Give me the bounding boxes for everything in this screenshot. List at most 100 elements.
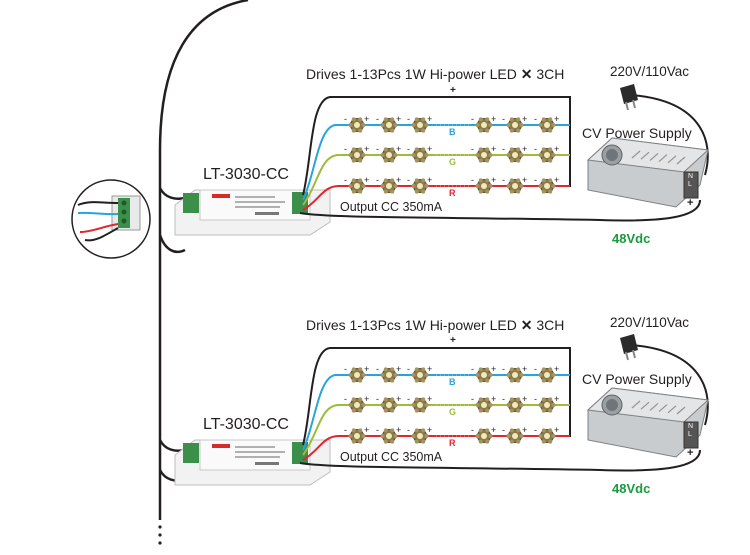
svg-text:L: L xyxy=(688,181,692,188)
led-minus-mark: - xyxy=(376,175,379,185)
led-minus-mark: - xyxy=(502,364,505,374)
led-minus-mark: - xyxy=(471,144,474,154)
mains-label-2: 220V/110Vac xyxy=(610,315,690,330)
led-minus-mark: - xyxy=(502,144,505,154)
led-plus-mark: + xyxy=(427,175,432,185)
led-icon: -+ xyxy=(502,175,527,194)
led-plus-mark: + xyxy=(491,425,496,435)
svg-text:+: + xyxy=(687,197,693,209)
led-plus-mark: + xyxy=(522,364,527,374)
multiply-icon: ✕ xyxy=(520,317,533,333)
channel-label-b-2: B xyxy=(449,377,456,387)
led-plus-mark: + xyxy=(554,364,559,374)
led-plus-mark: + xyxy=(396,364,401,374)
led-icon: -+ xyxy=(376,425,401,444)
led-minus-mark: - xyxy=(376,364,379,374)
led-minus-mark: - xyxy=(534,114,537,124)
unit-1 xyxy=(174,94,709,236)
led-icon: -+ xyxy=(471,144,496,163)
led-minus-mark: - xyxy=(534,144,537,154)
led-minus-mark: - xyxy=(407,425,410,435)
led-plus-mark: + xyxy=(491,364,496,374)
power-plug-icon xyxy=(620,334,638,361)
led-minus-mark: - xyxy=(407,394,410,404)
led-plus-mark: + xyxy=(364,144,369,154)
psu-label-1: CV Power Supply xyxy=(582,125,692,141)
led-icon: -+ xyxy=(471,425,496,444)
channel-label-g-1: G xyxy=(449,157,457,167)
led-minus-mark: - xyxy=(376,114,379,124)
model-label-1: LT-3030-CC xyxy=(203,166,289,183)
led-icon: -+ xyxy=(534,114,559,133)
channels-text: 3CH xyxy=(536,317,565,333)
led-plus-mark: + xyxy=(364,425,369,435)
led-icon: -+ xyxy=(534,394,559,413)
led-plus-mark: + xyxy=(522,144,527,154)
controller-icon xyxy=(174,439,331,486)
vdc-label-1: 48Vdc xyxy=(612,231,651,246)
model-label-2: LT-3030-CC xyxy=(203,416,289,433)
led-plus-mark: + xyxy=(522,175,527,185)
led-plus-mark: + xyxy=(396,394,401,404)
led-minus-mark: - xyxy=(502,114,505,124)
led-plus-mark: + xyxy=(364,364,369,374)
led-icon: -+ xyxy=(376,144,401,163)
led-minus-mark: - xyxy=(344,114,347,124)
led-minus-mark: - xyxy=(376,425,379,435)
vdc-label-2: 48Vdc xyxy=(612,481,651,496)
led-plus-mark: + xyxy=(522,394,527,404)
power-plug-icon xyxy=(620,84,638,111)
led-plus-mark: + xyxy=(396,144,401,154)
drives-text: Drives 1-13Pcs 1W Hi-power LED xyxy=(306,317,517,333)
svg-text:N: N xyxy=(688,423,693,430)
led-icon: -+ xyxy=(376,364,401,383)
multiply-icon: ✕ xyxy=(520,66,533,82)
led-icon: -+ xyxy=(502,394,527,413)
led-plus-mark: + xyxy=(396,425,401,435)
led-icon: -+ xyxy=(344,175,369,194)
led-icon: -+ xyxy=(471,114,496,133)
led-plus-mark: + xyxy=(491,144,496,154)
led-icon: -+ xyxy=(471,394,496,413)
drives-label-2: Drives 1-13Pcs 1W Hi-power LED ✕ 3CH xyxy=(306,318,564,332)
led-minus-mark: - xyxy=(502,394,505,404)
led-icon: -+ xyxy=(502,364,527,383)
led-minus-mark: - xyxy=(471,175,474,185)
bus-tap-1 xyxy=(158,187,186,200)
led-plus-mark: + xyxy=(364,114,369,124)
led-plus-mark: + xyxy=(364,394,369,404)
svg-text:+: + xyxy=(687,447,693,459)
led-icon: -+ xyxy=(407,144,432,163)
led-minus-mark: - xyxy=(344,175,347,185)
psu-label-2: CV Power Supply xyxy=(582,371,692,387)
led-icon: -+ xyxy=(407,394,432,413)
led-minus-mark: - xyxy=(534,394,537,404)
svg-text:L: L xyxy=(688,431,692,438)
led-icon: -+ xyxy=(534,144,559,163)
led-minus-mark: - xyxy=(344,425,347,435)
led-icon: -+ xyxy=(471,175,496,194)
mains-label-1: 220V/110Vac xyxy=(610,64,690,79)
led-plus-mark: + xyxy=(364,175,369,185)
unit-2 xyxy=(174,344,709,486)
led-plus-mark: + xyxy=(491,114,496,124)
terminal-zoom-icon xyxy=(71,179,151,259)
led-plus-mark: + xyxy=(427,144,432,154)
led-icon: -+ xyxy=(344,114,369,133)
led-icon: -+ xyxy=(407,364,432,383)
led-icon: -+ xyxy=(376,175,401,194)
output-label-2: Output CC 350mA xyxy=(340,450,443,464)
led-minus-mark: - xyxy=(471,114,474,124)
led-icon: -+ xyxy=(344,394,369,413)
led-icon: -+ xyxy=(534,175,559,194)
signal-bus-cable xyxy=(158,0,249,520)
led-plus-mark: + xyxy=(427,114,432,124)
led-icon: -+ xyxy=(502,144,527,163)
continuation-dots xyxy=(158,525,162,545)
power-supply-icon: NL+ xyxy=(586,137,710,209)
bus-tap-1b xyxy=(158,234,186,254)
led-minus-mark: - xyxy=(344,364,347,374)
led-icon: -+ xyxy=(534,364,559,383)
led-plus-mark: + xyxy=(554,144,559,154)
